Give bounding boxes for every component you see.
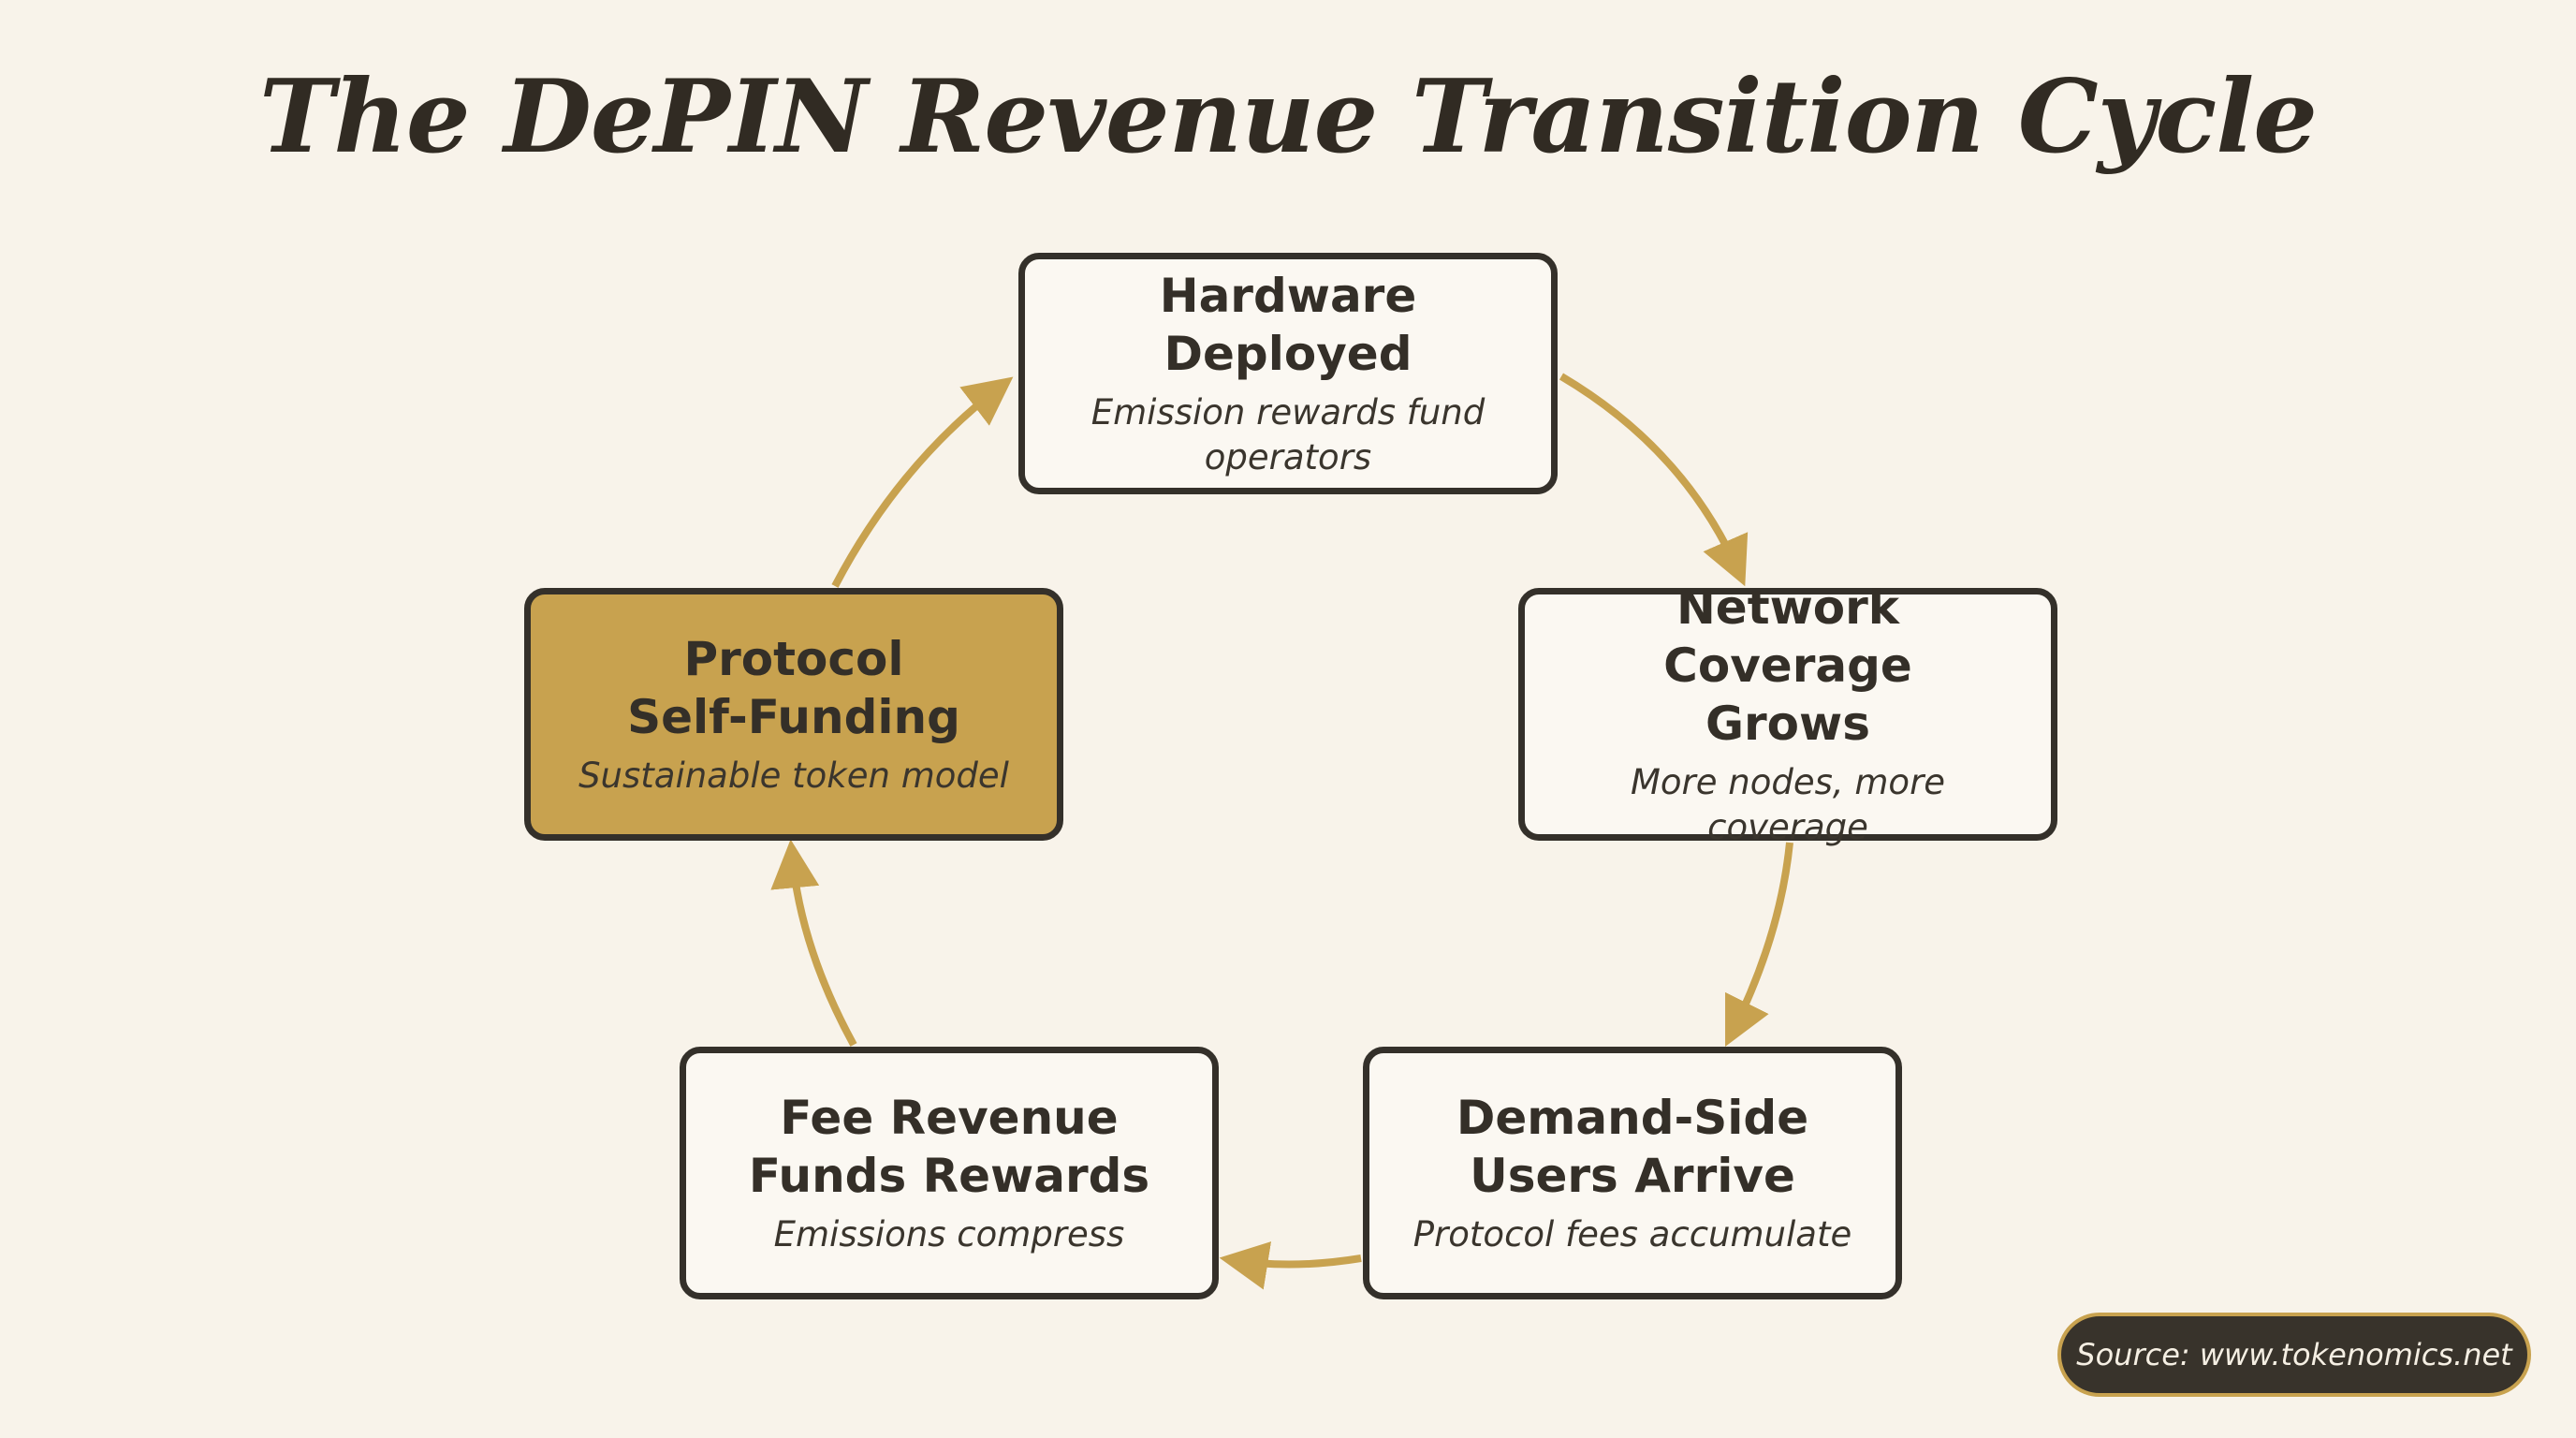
- arrow-hardware-to-network: [1559, 373, 1749, 587]
- node-subtitle: More nodes, more coverage: [1630, 762, 1946, 847]
- node-hardware-deployed: Hardware Deployed Emission rewards fund …: [1018, 253, 1558, 494]
- node-subtitle: Emissions compress: [773, 1214, 1125, 1255]
- node-fee-revenue: Fee Revenue Funds Rewards Emissions comp…: [680, 1047, 1219, 1299]
- node-title: Hardware Deployed: [1159, 269, 1417, 381]
- arrow-fee-to-protocol: [770, 839, 857, 1047]
- node-title: Fee Revenue Funds Rewards: [748, 1091, 1150, 1203]
- node-subtitle: Sustainable token model: [578, 756, 1009, 796]
- node-title: Demand-Side Users Arrive: [1456, 1091, 1809, 1203]
- node-subtitle: Protocol fees accumulate: [1412, 1214, 1852, 1255]
- arrow-demand-to-fee: [1219, 1241, 1362, 1290]
- node-subtitle: Emission rewards fund operators: [1090, 392, 1486, 477]
- page-title: The DePIN Revenue Transition Cycle: [259, 58, 2318, 176]
- node-network-coverage: Network Coverage Grows More nodes, more …: [1518, 580, 2057, 847]
- node-demand-side-users: Demand-Side Users Arrive Protocol fees a…: [1363, 1047, 1902, 1299]
- source-badge: Source: www.tokenomics.net: [2057, 1313, 2531, 1397]
- arrow-network-to-demand: [1725, 842, 1793, 1047]
- node-protocol-self-funding: Protocol Self-Funding Sustainable token …: [524, 588, 1063, 841]
- node-title: Network Coverage Grows: [1663, 580, 1912, 751]
- node-title: Protocol Self-Funding: [627, 632, 960, 744]
- arrow-protocol-to-hardware: [831, 376, 1014, 588]
